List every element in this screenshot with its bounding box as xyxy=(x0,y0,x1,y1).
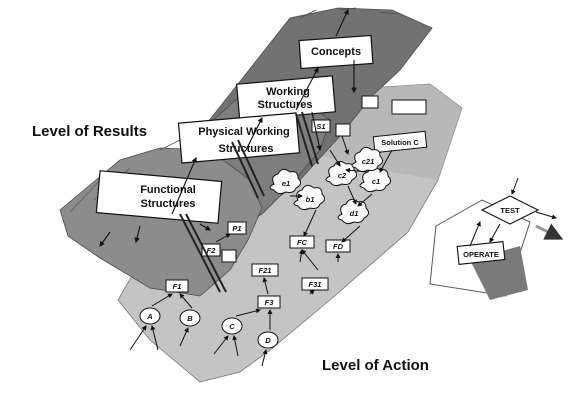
box-node-s1: S1 xyxy=(311,119,331,133)
test-label: TEST xyxy=(500,206,520,215)
box-node-p1-label: P1 xyxy=(232,224,241,233)
result-arrows xyxy=(99,9,357,247)
box-node-f1: F1 xyxy=(165,279,189,293)
box-node-solution-c: Solution C xyxy=(372,130,428,154)
cloud-node-d1-label: d1 xyxy=(350,209,359,218)
operate-label: OPERATE xyxy=(463,250,499,259)
vertical-double-arrows xyxy=(179,111,319,293)
circle-node-c-label: C xyxy=(229,322,235,331)
operate-box: OPERATE xyxy=(456,241,506,265)
box-node-f21: F21 xyxy=(251,263,279,277)
box-node-s1-label: S1 xyxy=(316,122,325,131)
functional-structures-label-line1: Functional xyxy=(140,184,196,196)
box-node-f31: F31 xyxy=(301,277,329,291)
box-node-f2-label: F2 xyxy=(207,246,217,255)
test-diamond: TEST xyxy=(480,195,540,225)
box-node-f3-label: F3 xyxy=(265,298,275,307)
working-structures-label-line1: Working xyxy=(266,86,310,98)
blank-box-3 xyxy=(335,123,351,137)
circle-node-c: C xyxy=(221,317,243,335)
circle-node-a-label: A xyxy=(146,312,152,321)
cloud-node-e1-label: e1 xyxy=(282,179,290,188)
cloud-node-b1-label: b1 xyxy=(306,195,315,204)
cloud-node-c2-label: c2 xyxy=(338,171,347,180)
concepts-box: Concepts xyxy=(298,34,374,70)
box-node-fd: FD xyxy=(325,239,351,253)
blank-box-1 xyxy=(391,99,427,115)
concepts-label: Concepts xyxy=(311,46,361,58)
cloud-node-c1-label: c1 xyxy=(372,177,380,186)
box-node-p1: P1 xyxy=(227,221,247,235)
box-node-fc: FC xyxy=(289,235,315,249)
circle-node-d: D xyxy=(257,331,279,349)
circle-node-d-label: D xyxy=(265,336,271,345)
level-of-results-label: Level of Results xyxy=(32,123,147,140)
box-node-f1-label: F1 xyxy=(173,282,182,291)
functional-structures-label-line2: Structures xyxy=(140,198,195,210)
box-node-solution-c-label: Solution C xyxy=(381,138,419,147)
functional-structures-box: Functional Structures xyxy=(95,170,223,224)
box-node-f3: F3 xyxy=(257,295,281,309)
cloud-node-b1: b1 xyxy=(293,184,326,211)
blank-box-4 xyxy=(221,249,237,263)
cloud-node-c1: c1 xyxy=(359,166,392,193)
blank-box-2 xyxy=(361,95,379,109)
cloud-node-c2: c2 xyxy=(325,160,358,187)
box-node-f21-label: F21 xyxy=(259,266,272,275)
working-structures-box: Working Structures xyxy=(235,75,337,121)
box-node-f31-label: F31 xyxy=(309,280,322,289)
action-arrows xyxy=(129,135,393,367)
results-sheet-back-folds xyxy=(299,7,399,19)
cloud-node-e1: e1 xyxy=(269,168,302,195)
level-of-action-label: Level of Action xyxy=(322,357,429,374)
circle-node-a: A xyxy=(139,307,161,325)
box-node-fc-label: FC xyxy=(297,238,308,247)
physical-working-structures-label-line1: Physical Working xyxy=(198,126,290,138)
cloud-node-c21: c21 xyxy=(351,146,384,173)
circle-node-b-label: B xyxy=(187,314,193,323)
cloud-node-c21-label: c21 xyxy=(362,157,375,166)
circle-node-b: B xyxy=(179,309,201,327)
box-node-fd-label: FD xyxy=(333,242,344,251)
tote-unit: TEST OPERATE xyxy=(429,177,564,300)
working-structures-label-line2: Structures xyxy=(257,99,312,111)
